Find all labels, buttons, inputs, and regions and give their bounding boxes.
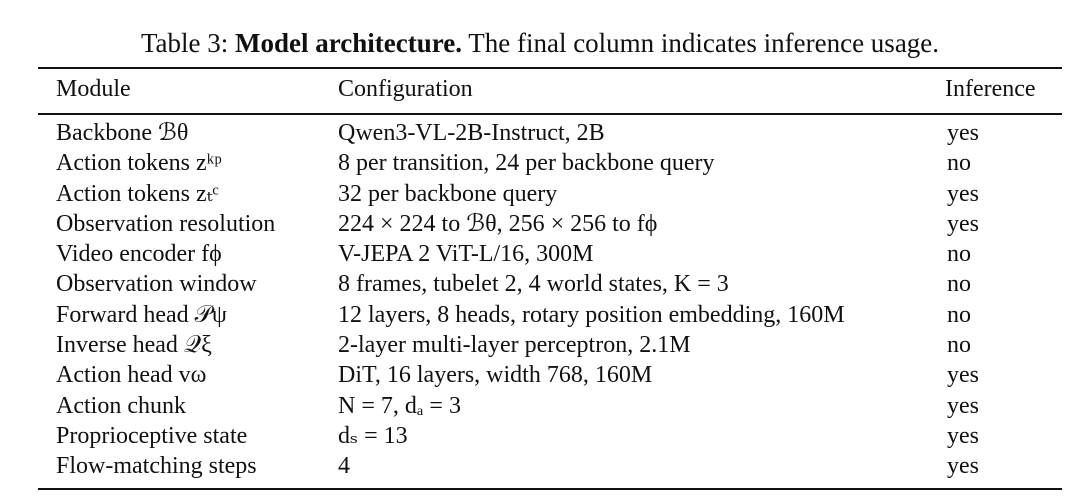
table-row: Proprioceptive state dₛ = 13 yes (0, 421, 1080, 451)
module-cell: Backbone ℬθ (56, 120, 189, 146)
table-row: Action chunk N = 7, dₐ = 3 yes (0, 391, 1080, 421)
table-row: Action head vω DiT, 16 layers, width 768… (0, 360, 1080, 390)
module-cell: Action tokens zₜᶜ (56, 180, 219, 207)
module-cell: Observation resolution (56, 210, 276, 237)
table-row: Flow-matching steps 4 yes (0, 451, 1080, 481)
table-row: Video encoder fϕ V-JEPA 2 ViT-L/16, 300M… (0, 239, 1080, 269)
module-cell: Forward head 𝒫ψ (56, 301, 227, 328)
module-cell: Action chunk (56, 392, 186, 419)
module-cell: Proprioceptive state (56, 422, 248, 449)
inference-cell: yes (947, 362, 979, 389)
configuration-cell: 4 (338, 453, 350, 480)
module-cell: Video encoder fϕ (56, 241, 222, 268)
inference-cell: no (947, 301, 971, 328)
configuration-cell: 224 × 224 to ℬθ, 256 × 256 to fϕ (338, 210, 658, 237)
configuration-cell: 32 per backbone query (338, 180, 558, 207)
configuration-cell: DiT, 16 layers, width 768, 160M (338, 362, 653, 389)
table-row: Action tokens zₜᶜ 32 per backbone query … (0, 179, 1080, 209)
bottom-rule (38, 488, 1062, 490)
header-configuration: Configuration (338, 76, 473, 102)
module-cell: Observation window (56, 271, 257, 298)
module-cell: Inverse head 𝒬ξ (56, 332, 212, 359)
table-row: Backbone ℬθ Qwen3-VL-2B-Instruct, 2B yes (0, 118, 1080, 148)
inference-cell: no (947, 150, 971, 177)
configuration-cell: 12 layers, 8 heads, rotary position embe… (338, 301, 845, 328)
module-cell: Flow-matching steps (56, 453, 257, 480)
caption-title: Model architecture. (235, 28, 462, 58)
caption-prefix: Table 3: (140, 28, 229, 58)
table-row: Observation window 8 frames, tubelet 2, … (0, 269, 1080, 299)
configuration-cell: V-JEPA 2 ViT-L/16, 300M (338, 241, 594, 268)
header-module: Module (56, 76, 131, 102)
inference-cell: yes (947, 120, 979, 146)
configuration-cell: Qwen3-VL-2B-Instruct, 2B (338, 120, 605, 146)
inference-cell: yes (947, 180, 979, 207)
inference-cell: yes (947, 392, 979, 419)
table-row: Inverse head 𝒬ξ 2-layer multi-layer perc… (0, 330, 1080, 360)
header-rule (38, 113, 1062, 115)
module-cell: Action tokens zᵏᵖ (56, 150, 222, 177)
inference-cell: no (947, 241, 971, 268)
table-row: Action tokens zᵏᵖ 8 per transition, 24 p… (0, 148, 1080, 178)
configuration-cell: 2-layer multi-layer perceptron, 2.1M (338, 332, 691, 359)
inference-cell: no (947, 332, 971, 359)
top-rule (38, 67, 1062, 69)
configuration-cell: dₛ = 13 (338, 422, 408, 449)
configuration-cell: N = 7, dₐ = 3 (338, 392, 461, 419)
configuration-cell: 8 frames, tubelet 2, 4 world states, K =… (338, 271, 729, 298)
table-row: Forward head 𝒫ψ 12 layers, 8 heads, rota… (0, 300, 1080, 330)
inference-cell: no (947, 271, 971, 298)
table-row: Observation resolution 224 × 224 to ℬθ, … (0, 209, 1080, 239)
inference-cell: yes (947, 422, 979, 449)
table-body: Backbone ℬθ Qwen3-VL-2B-Instruct, 2B yes… (0, 118, 1080, 482)
configuration-cell: 8 per transition, 24 per backbone query (338, 150, 715, 177)
table-caption: Table 3: Model architecture. The final c… (0, 26, 1080, 60)
caption-text: The final column indicates inference usa… (468, 28, 940, 58)
inference-cell: yes (947, 210, 979, 237)
inference-cell: yes (947, 453, 979, 480)
module-cell: Action head vω (56, 362, 207, 389)
header-inference: Inference (945, 76, 1036, 102)
